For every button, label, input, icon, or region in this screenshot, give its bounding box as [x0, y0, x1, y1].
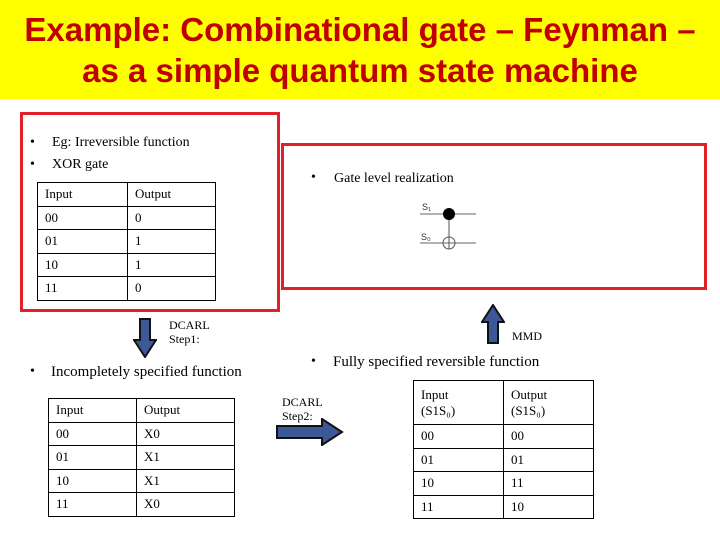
- table-header-row: Input (S1S₀) Output (S1S₀): [413, 380, 594, 425]
- dcarl-step1-label-line2: Step1:: [169, 332, 200, 346]
- dcarl-step2-label-line1: DCARL: [282, 395, 323, 409]
- cell-output: 1: [127, 229, 216, 254]
- slide-title-line-1: Example: Combinational gate – Feynman –: [24, 10, 696, 48]
- mmd-label: MMD: [512, 329, 543, 343]
- cell-input: 11: [48, 492, 137, 517]
- slide-title-line-2: as a simple quantum state machine: [82, 51, 638, 89]
- s0-wire-label: S₀: [421, 232, 431, 242]
- bullet-marker: •: [30, 135, 35, 150]
- arrow-down-icon: [133, 318, 157, 358]
- xor-truth-table: Input Output 00 0 01 1 10 1 11 0: [37, 182, 216, 301]
- bullet-marker: •: [30, 157, 35, 172]
- cell-input: 01: [48, 445, 137, 470]
- table-header-row: Input Output: [37, 182, 216, 207]
- cell-output: X1: [136, 445, 235, 470]
- header-input-line1: Input: [421, 386, 449, 402]
- cell-input: 01: [413, 447, 504, 472]
- table-row: 10 X1: [48, 468, 235, 493]
- header-input-line2: (S1S₀): [421, 402, 456, 418]
- irreversible-function-box: [20, 112, 280, 312]
- cell-input: 00: [413, 424, 504, 449]
- cell-input: 00: [48, 421, 137, 446]
- table-row: 00 00: [413, 424, 594, 449]
- bullet-marker: •: [311, 354, 316, 369]
- dcarl-step1-label-line1: DCARL: [169, 318, 210, 332]
- table-header-row: Input Output: [48, 398, 235, 423]
- dcarl-step2-label-line2: Step2:: [282, 409, 313, 423]
- bullet-fully-specified-reversible: Fully specified reversible function: [333, 354, 540, 370]
- cell-output: 01: [503, 447, 594, 472]
- arrow-right-icon: [276, 418, 344, 446]
- reversible-function-table: Input (S1S₀) Output (S1S₀) 00 00 01 01 1…: [413, 380, 594, 519]
- cell-output: X0: [136, 492, 235, 517]
- gate-level-box: [281, 143, 707, 290]
- table-row: 10 11: [413, 471, 594, 496]
- cell-input: 01: [37, 229, 128, 254]
- bullet-marker: •: [311, 170, 316, 185]
- header-input: Input (S1S₀): [413, 380, 504, 425]
- cell-input: 10: [48, 468, 137, 493]
- bullet-gate-level-realization: Gate level realization: [334, 171, 454, 186]
- table-row: 11 0: [37, 276, 216, 301]
- cell-output: 10: [503, 494, 594, 519]
- header-input: Input: [48, 398, 137, 423]
- cell-output: 0: [127, 205, 216, 230]
- bullet-xor-gate: XOR gate: [52, 157, 109, 172]
- title-bar: Example: Combinational gate – Feynman – …: [0, 0, 720, 99]
- table-row: 01 1: [37, 229, 216, 254]
- header-output: Output (S1S₀): [503, 380, 594, 425]
- cell-input: 00: [37, 205, 128, 230]
- header-output: Output: [136, 398, 235, 423]
- cell-output: X0: [136, 421, 235, 446]
- cell-input: 11: [37, 276, 128, 301]
- header-output-line2: (S1S₀): [511, 402, 546, 418]
- table-row: 00 0: [37, 205, 216, 230]
- feynman-gate-circuit: S₁ S₀: [420, 202, 476, 250]
- table-row: 01 01: [413, 447, 594, 472]
- cell-output: 00: [503, 424, 594, 449]
- header-input: Input: [37, 182, 128, 207]
- incomplete-function-table: Input Output 00 X0 01 X1 10 X1 11 X0: [48, 398, 235, 517]
- cell-output: X1: [136, 468, 235, 493]
- bullet-incompletely-specified: Incompletely specified function: [51, 364, 242, 380]
- cell-input: 10: [37, 252, 128, 277]
- target-xor-icon: [442, 236, 456, 250]
- bullet-irreversible-function: Eg: Irreversible function: [52, 135, 190, 150]
- table-row: 10 1: [37, 252, 216, 277]
- header-output: Output: [127, 182, 216, 207]
- header-output-line1: Output: [511, 386, 548, 402]
- table-row: 00 X0: [48, 421, 235, 446]
- table-row: 01 X1: [48, 445, 235, 470]
- s1-wire-label: S₁: [422, 202, 431, 212]
- bullet-marker: •: [30, 364, 35, 379]
- table-row: 11 X0: [48, 492, 235, 517]
- cell-input: 11: [413, 494, 504, 519]
- control-dot-icon: [443, 208, 455, 220]
- cell-output: 1: [127, 252, 216, 277]
- cell-output: 0: [127, 276, 216, 301]
- cell-output: 11: [503, 471, 594, 496]
- table-row: 11 10: [413, 494, 594, 519]
- cell-input: 10: [413, 471, 504, 496]
- arrow-up-icon: [481, 304, 505, 344]
